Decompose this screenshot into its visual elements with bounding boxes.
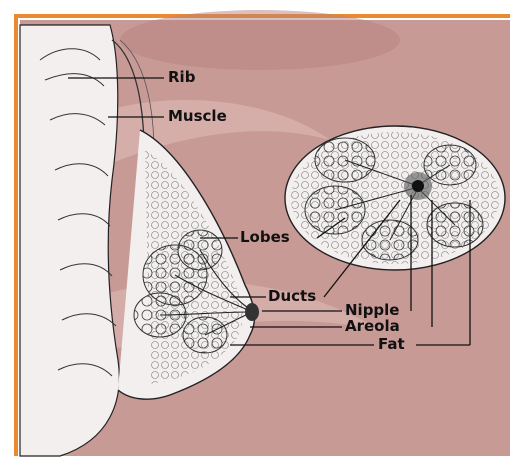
- label-rib: Rib: [168, 70, 195, 85]
- label-nipple: Nipple: [345, 303, 400, 318]
- watermark-shape: [120, 10, 400, 70]
- label-fat: Fat: [378, 337, 405, 352]
- label-lobes: Lobes: [240, 230, 290, 245]
- chest-wall: [20, 25, 119, 456]
- label-ducts: Ducts: [268, 289, 316, 304]
- nipple-front: [412, 180, 424, 192]
- label-muscle: Muscle: [168, 109, 227, 124]
- label-areola: Areola: [345, 319, 400, 334]
- nipple-side: [245, 303, 259, 321]
